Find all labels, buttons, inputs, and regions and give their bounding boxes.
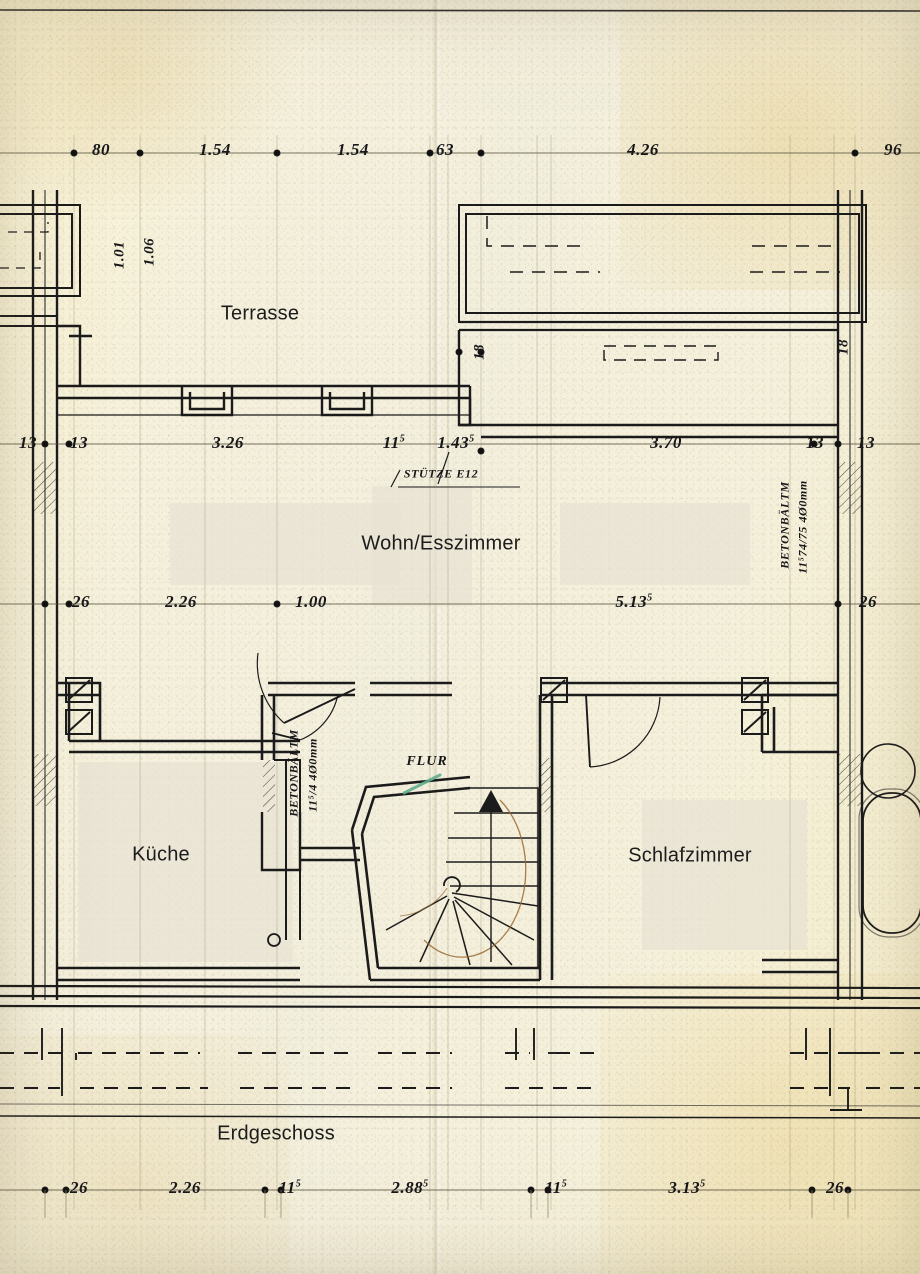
dimension-top-5: 96 [884, 140, 902, 159]
dimension-superscript: 5 [561, 1178, 568, 1190]
dimension-vertical-0: 1.01 [111, 240, 128, 270]
dimension-lower_mid-3: 5.135 [615, 592, 653, 611]
annotation-betonbalken-left-spec: 11⁵/4 4Ø0mm [305, 738, 320, 812]
dimension-upper_mid-6: 13 [806, 433, 824, 452]
dimension-superscript: 5 [469, 433, 475, 445]
dimension-lower_mid-4: 26 [859, 592, 877, 611]
dimension-top-1: 1.54 [199, 140, 231, 159]
dimension-upper_mid-5: 3.70 [650, 433, 682, 452]
dimension-vertical-3: 18 [835, 339, 852, 355]
annotation-betonbalken-left-title: BETONBÄLTM [286, 729, 301, 817]
room-label-kueche: Küche [132, 843, 190, 866]
dimension-bottom-4: 115 [544, 1178, 568, 1197]
dimension-lower_mid-2: 1.00 [295, 592, 327, 611]
dimension-bottom-3: 2.885 [391, 1178, 429, 1197]
dimension-vertical-1: 1.06 [141, 237, 158, 267]
dimension-upper_mid-0: 13 [19, 433, 37, 452]
dimension-superscript: 5 [295, 1178, 302, 1190]
room-label-wohn-esszimmer: Wohn/Esszimmer [361, 532, 521, 555]
room-label-schlafzimmer: Schlafzimmer [628, 844, 752, 867]
dimension-lower_mid-0: 26 [72, 592, 90, 611]
annotation-flur: FLUR [406, 754, 448, 769]
annotation-betonbalken-right-title: BETONBÄLTM [777, 481, 792, 569]
dimension-bottom-5: 3.135 [668, 1178, 706, 1197]
dimension-bottom-6: 26 [826, 1178, 844, 1197]
annotation-stuetze: STÜTZE Ε12 [403, 466, 479, 481]
floor-level-label: Erdgeschoss [217, 1122, 335, 1145]
dimension-top-4: 4.26 [627, 140, 659, 159]
dimension-upper_mid-1: 13 [70, 433, 88, 452]
dimension-superscript: 5 [700, 1178, 706, 1190]
dimension-top-3: 63 [436, 140, 454, 159]
dimension-top-2: 1.54 [337, 140, 369, 159]
room-label-terrasse: Terrasse [220, 302, 300, 325]
dimension-bottom-0: 26 [70, 1178, 88, 1197]
dimension-upper_mid-2: 3.26 [212, 433, 244, 452]
dimension-bottom-2: 115 [278, 1178, 302, 1197]
dimension-superscript: 5 [423, 1178, 429, 1190]
dimension-lower_mid-1: 2.26 [165, 592, 197, 611]
dimension-bottom-1: 2.26 [169, 1178, 201, 1197]
dimension-upper_mid-4: 1.435 [437, 433, 475, 452]
dimension-upper_mid-3: 115 [382, 433, 406, 452]
dimension-vertical-2: 18 [471, 344, 488, 360]
dimension-superscript: 5 [399, 433, 406, 445]
annotation-betonbalken-right-spec: 11⁵74/75 4Ø0mm [795, 480, 810, 574]
dimension-superscript: 5 [647, 592, 653, 604]
dimension-upper_mid-7: 13 [857, 433, 875, 452]
dimension-top-0: 80 [92, 140, 110, 159]
